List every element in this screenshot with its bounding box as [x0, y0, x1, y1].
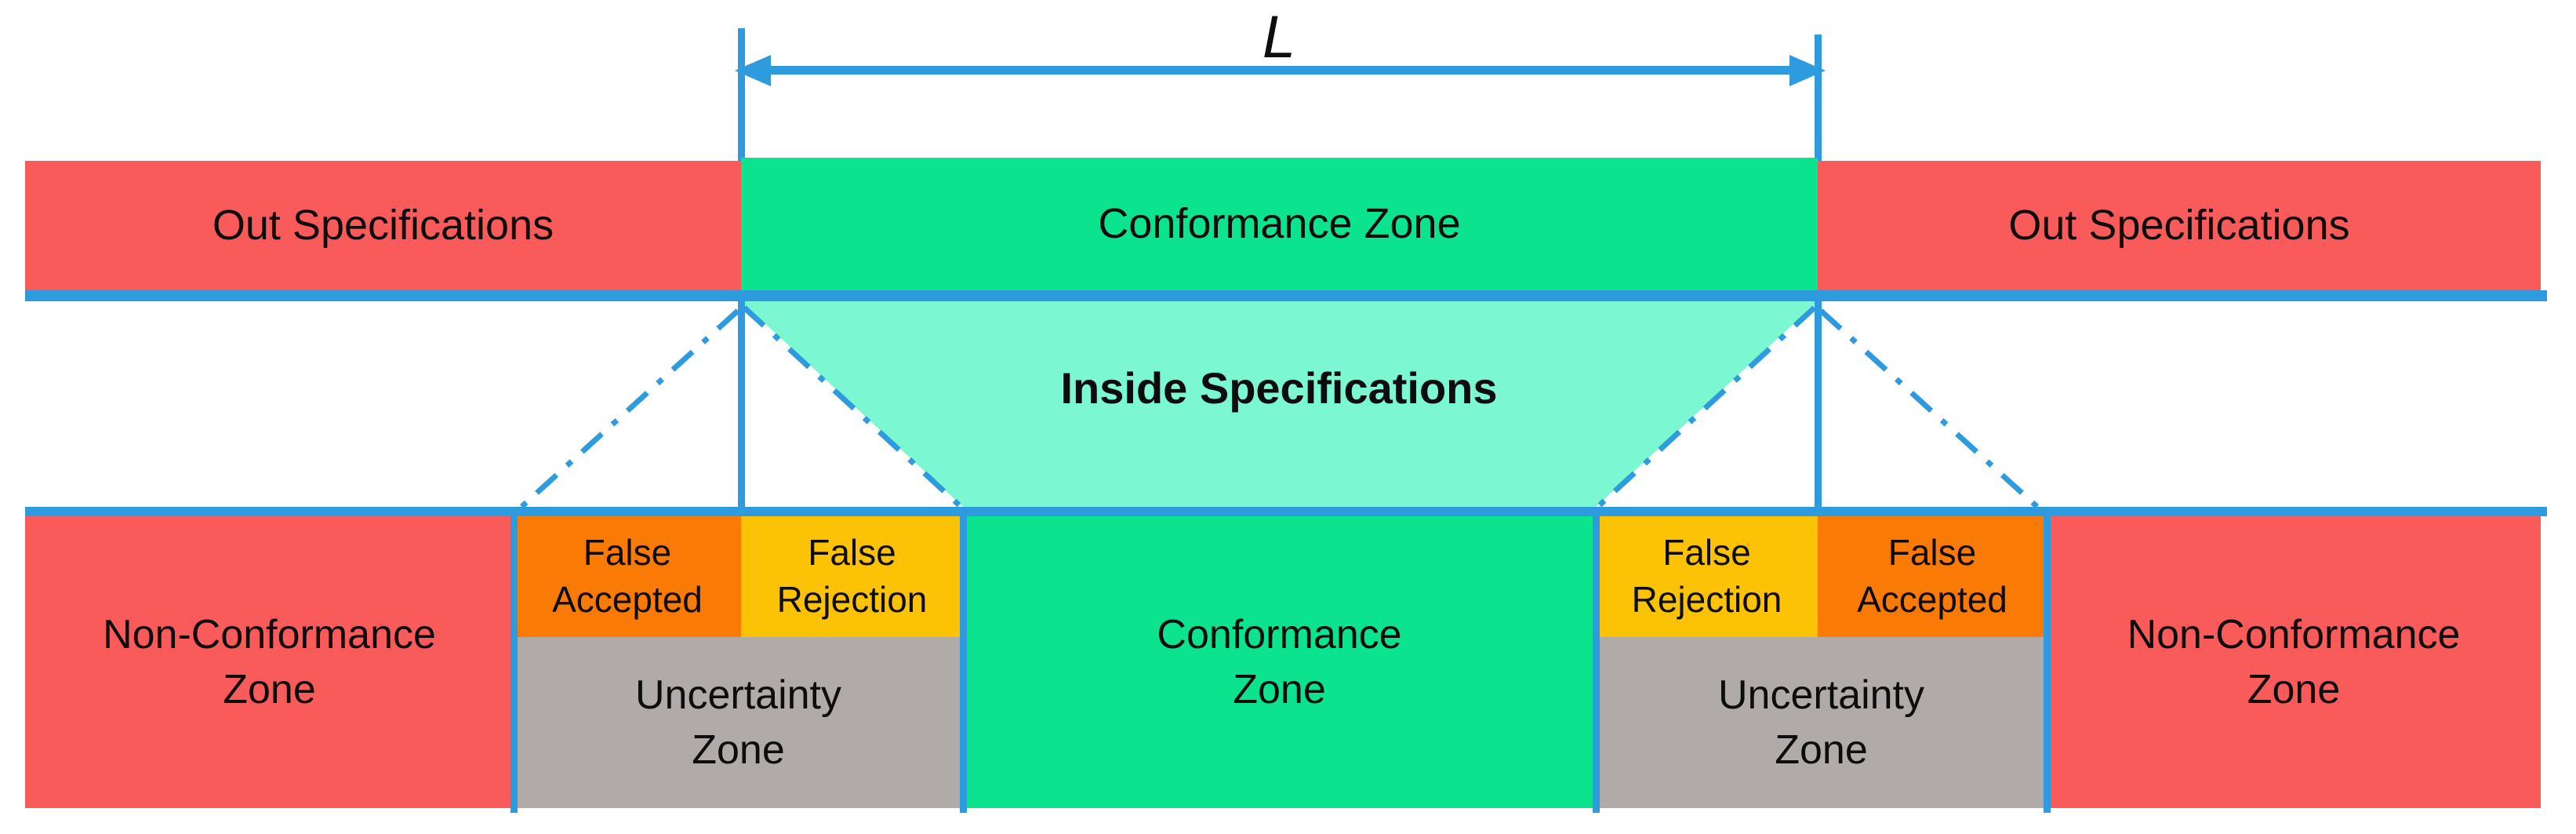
dimension-arrow-shaft [765, 66, 1794, 75]
top-out-specifications-left: Out Specifications [25, 161, 741, 290]
false-accepted-left-line1: False [583, 532, 672, 574]
right-slope-dashdot-line [1590, 305, 1817, 514]
uncertainty-zone-left: Uncertainty Zone [514, 637, 963, 808]
bottom-separator-3 [1593, 507, 1600, 813]
top-out-specifications-right-label: Out Specifications [2008, 202, 2350, 249]
false-rejection-left-line1: False [808, 532, 896, 574]
inside-specifications-label: Inside Specifications [1060, 363, 1498, 413]
non-conformance-zone-left-line1: Non-Conformance [103, 611, 436, 657]
bottom-separator-4 [2044, 507, 2051, 813]
top-out-specifications-left-label: Out Specifications [212, 202, 554, 249]
bottom-separator-2 [960, 507, 967, 813]
non-conformance-zone-right-line1: Non-Conformance [2127, 611, 2461, 657]
uncertainty-zone-right-line2: Zone [1775, 727, 1868, 773]
false-rejection-left: False Rejection [741, 516, 963, 637]
top-conformance-zone: Conformance Zone [741, 158, 1818, 290]
lower-horizontal-line [25, 507, 2547, 516]
top-conformance-zone-label: Conformance Zone [1098, 200, 1461, 248]
uncertainty-zone-right: Uncertainty Zone [1596, 637, 2047, 808]
false-accepted-right: False Accepted [1818, 516, 2047, 637]
right-outer-dashdot-line [1818, 308, 2047, 516]
bottom-separator-1 [510, 507, 518, 813]
false-rejection-right-line2: Rejection [1631, 579, 1782, 620]
inside-specifications-trapezoid [741, 301, 1818, 507]
false-accepted-left-line2: Accepted [552, 579, 703, 620]
left-outer-dashdot-line [511, 308, 740, 516]
upper-horizontal-line [25, 290, 2547, 301]
non-conformance-zone-left: Non-Conformance Zone [25, 516, 514, 808]
bottom-conformance-zone: Conformance Zone [963, 516, 1596, 808]
uncertainty-zone-left-line1: Uncertainty [635, 672, 841, 718]
uncertainty-zone-left-line2: Zone [692, 727, 785, 773]
false-rejection-right: False Rejection [1596, 516, 1818, 637]
length-dimension-label: L [1262, 4, 1296, 71]
false-accepted-right-line1: False [1887, 532, 1977, 574]
bottom-conformance-zone-line2: Zone [1233, 667, 1326, 712]
false-rejection-left-line2: Rejection [776, 579, 928, 620]
non-conformance-zone-left-line2: Zone [223, 667, 316, 712]
false-accepted-left: False Accepted [514, 516, 741, 637]
false-rejection-right-line1: False [1662, 532, 1751, 574]
non-conformance-zone-right-line2: Zone [2247, 667, 2341, 712]
non-conformance-zone-right: Non-Conformance Zone [2047, 516, 2541, 808]
bottom-conformance-zone-line1: Conformance [1157, 611, 1402, 657]
top-out-specifications-right: Out Specifications [1818, 161, 2541, 290]
left-slope-dashdot-line [742, 305, 968, 514]
uncertainty-zone-right-line1: Uncertainty [1718, 672, 1924, 718]
false-accepted-right-line2: Accepted [1857, 579, 2007, 620]
